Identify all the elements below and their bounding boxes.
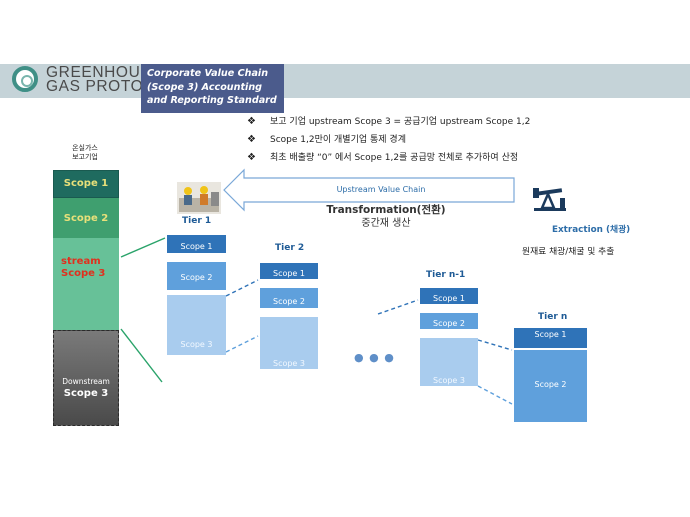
- tier-n-scope1-box: Scope 1: [514, 328, 587, 348]
- upstream-arrow-shape: [223, 168, 515, 212]
- reporter-downstream-block: [53, 330, 119, 426]
- tier-1-scope2-box: Scope 2: [167, 262, 226, 290]
- connector-line: [225, 279, 259, 297]
- bullet-list: ❖보고 기업 upstream Scope 3 = 공급기업 upstream …: [244, 113, 530, 167]
- tier-n-1-scope2-box: Scope 2: [420, 313, 478, 329]
- tier-n-1-scope3-box: Scope 3: [420, 338, 478, 386]
- tier-ellipsis: ● ● ●: [354, 351, 395, 364]
- tier-2-scope3-box: Scope 3: [260, 317, 318, 369]
- diamond-bullet-icon: ❖: [247, 152, 256, 163]
- bullet-item: ❖Scope 1,2만이 개별기업 통제 경계: [244, 131, 530, 149]
- tier-n-label: Tier n: [538, 312, 568, 322]
- upstream-arrow-label: Upstream Value Chain: [336, 185, 426, 194]
- header-band: [0, 64, 690, 98]
- tier-n-1-scope1-box: Scope 1: [420, 288, 478, 304]
- reporter-scope2-block: [53, 198, 119, 238]
- reporter-downstream-label: Downstream Scope 3: [62, 377, 110, 399]
- factory-workers-icon: [177, 182, 221, 214]
- diamond-bullet-icon: ❖: [247, 116, 256, 127]
- tier-1-scope3-box: Scope 3: [167, 295, 226, 355]
- tier-2-scope2-box: Scope 2: [260, 288, 318, 308]
- standard-title-box: Corporate Value Chain (Scope 3) Accounti…: [141, 64, 284, 113]
- tier-2-scope1-box: Scope 1: [260, 263, 318, 279]
- connector-line: [477, 339, 513, 351]
- bullet-item: ❖최초 배출량 “0” 에서 Scope 1,2를 공급망 전체로 추가하여 산…: [244, 149, 530, 167]
- title-line2: (Scope 3) Accounting: [147, 81, 263, 93]
- logo-line1: GREENHOUSE: [46, 64, 163, 81]
- reporting-company-label: 온실가스 보고기업: [72, 144, 98, 161]
- tier-1-scope1-box: Scope 1: [167, 235, 226, 253]
- connector-line: [377, 299, 419, 315]
- transformation-label: Transformation(전환) 중간재 생산: [326, 204, 446, 229]
- tier-2-label: Tier 2: [275, 243, 305, 253]
- tier-1-label: Tier 1: [182, 216, 212, 226]
- connector-line: [225, 335, 259, 353]
- diamond-bullet-icon: ❖: [247, 134, 256, 145]
- title-line3: and Reporting Standard: [147, 95, 277, 106]
- connector-line: [477, 385, 513, 405]
- reporter-upstream-label: stream Scope 3: [61, 256, 106, 279]
- oil-pump-icon: [533, 188, 566, 211]
- ghg-protocol-logo-icon: [12, 66, 38, 92]
- extraction-subtitle: 원재료 채광/채굴 및 추출: [522, 247, 615, 257]
- reporter-scope1-block: [53, 170, 119, 198]
- connector-line: [120, 328, 163, 383]
- title-line1: Corporate Value Chain: [147, 68, 269, 79]
- tier-n-1-label: Tier n-1: [426, 270, 466, 280]
- extraction-title: Extraction (채광): [552, 225, 631, 235]
- bullet-item: ❖보고 기업 upstream Scope 3 = 공급기업 upstream …: [244, 113, 530, 131]
- tier-n-scope2-box: Scope 2: [514, 350, 587, 422]
- upstream-arrow: [223, 168, 515, 212]
- reporter-scope1-label: Scope 1: [63, 178, 109, 189]
- reporter-upstream-block: [53, 238, 119, 330]
- reporter-scope2-label: Scope 2: [63, 213, 109, 224]
- connector-line: [120, 237, 166, 258]
